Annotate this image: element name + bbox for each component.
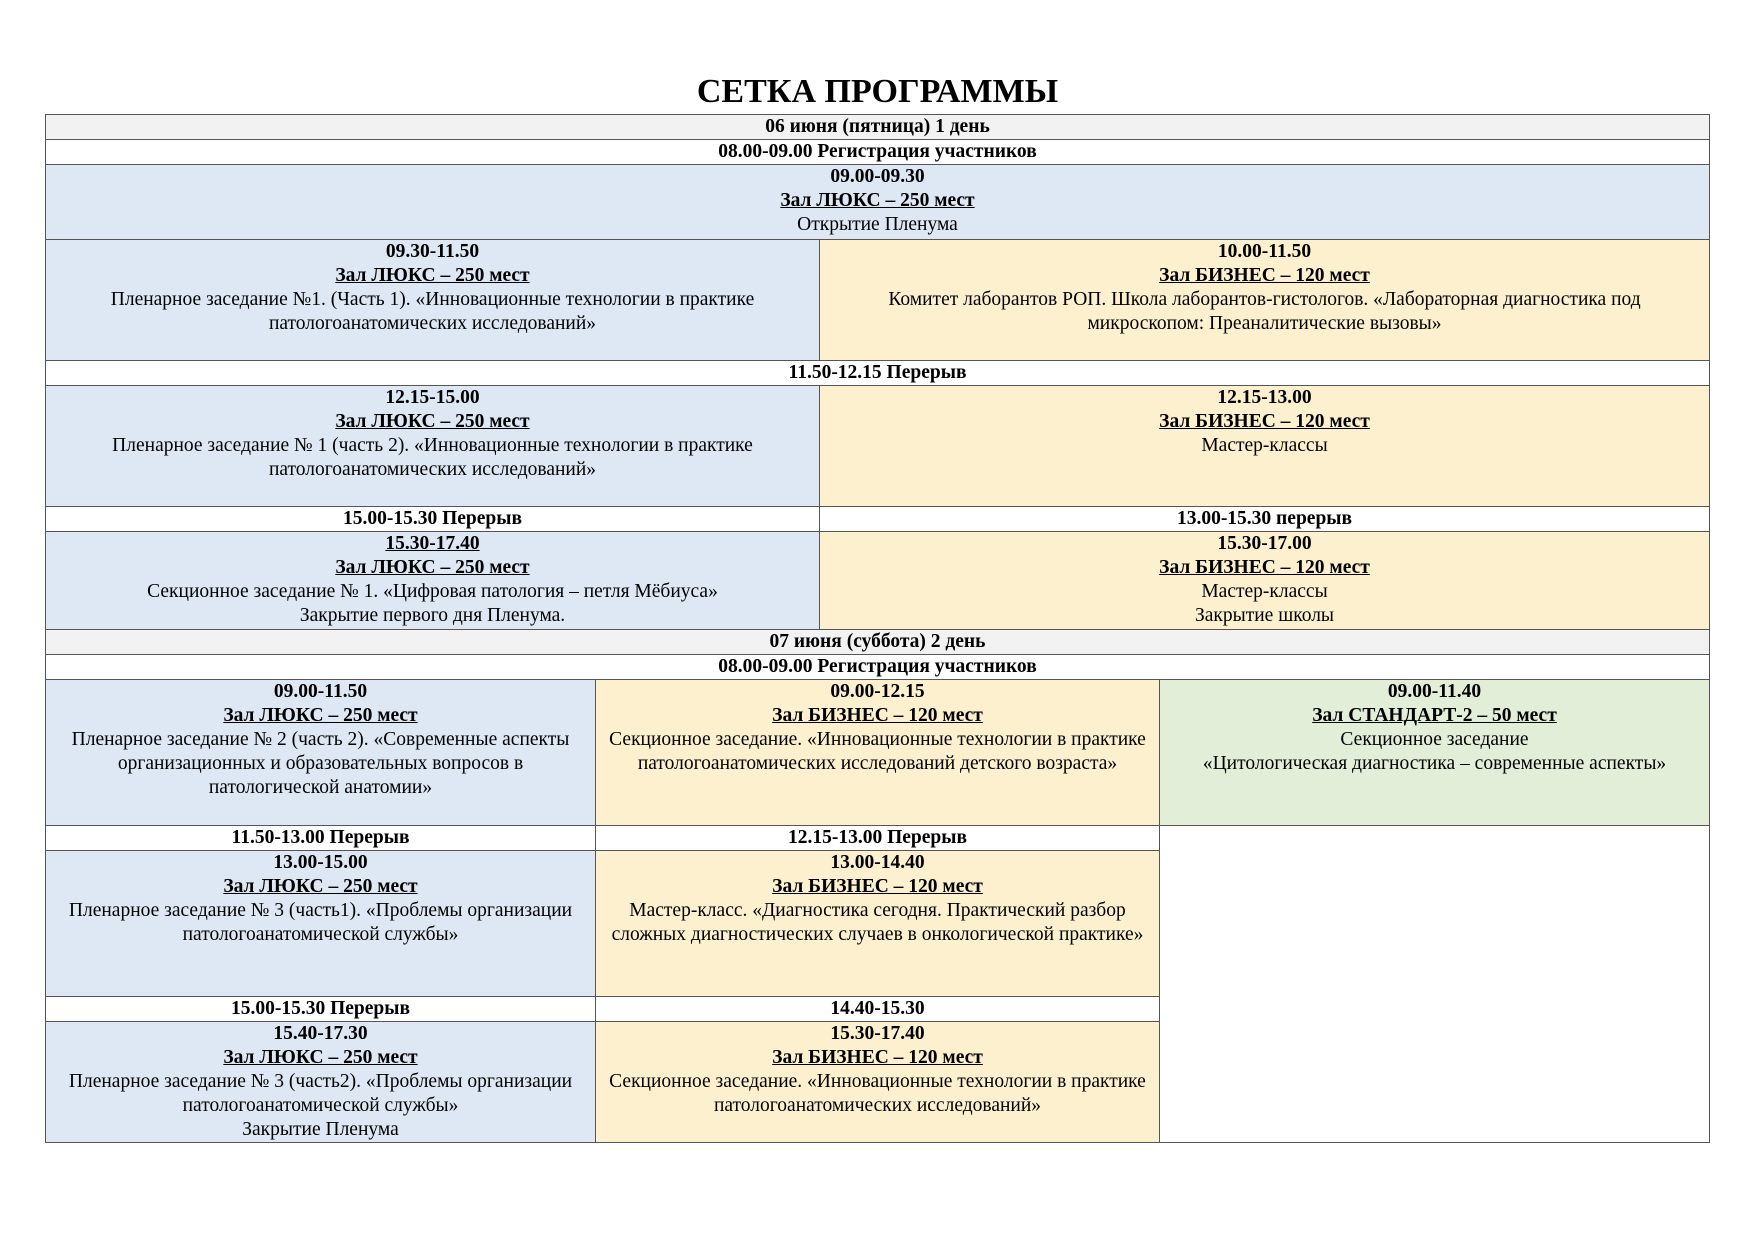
day2-break2-left: 15.00-15.30 Перерыв <box>45 996 596 1022</box>
session-time: 12.15-15.00 <box>385 387 480 408</box>
day2-plenary3b-session: 15.40-17.30 Зал ЛЮКС – 250 мест Пленарно… <box>45 1021 596 1143</box>
session-time: 12.15-13.00 <box>1217 387 1312 408</box>
session-hall: Зал БИЗНЕС – 120 мест <box>1159 265 1370 286</box>
session-text: Пленарное заседание №1. (Часть 1). «Инно… <box>110 289 755 334</box>
session-time: 15.40-17.30 <box>273 1023 368 1044</box>
session-time: 15.30-17.40 <box>385 533 480 554</box>
day1-header: 06 июня (пятница) 1 день <box>45 114 1710 140</box>
session-hall: Зал ЛЮКС – 250 мест <box>223 876 418 897</box>
session-text: Мастер-классы <box>1201 581 1328 602</box>
day1-break1: 11.50-12.15 Перерыв <box>45 360 1710 386</box>
session-hall: Зал ЛЮКС – 250 мест <box>335 411 530 432</box>
day2-cytology-session: 09.00-11.40 Зал СТАНДАРТ-2 – 50 мест Сек… <box>1159 679 1710 826</box>
session-text-closing: Закрытие первого дня Пленума. <box>299 605 566 626</box>
session-text-topic: «Цитологическая диагностика – современны… <box>1202 753 1667 774</box>
day2-section-final-session: 15.30-17.40 Зал БИЗНЕС – 120 мест Секцио… <box>595 1021 1160 1143</box>
session-hall: Зал БИЗНЕС – 120 мест <box>772 1047 983 1068</box>
session-text: Комитет лаборантов РОП. Школа лаборантов… <box>888 289 1641 334</box>
session-hall: Зал ЛЮКС – 250 мест <box>223 1047 418 1068</box>
session-hall: Зал ЛЮКС – 250 мест <box>223 705 418 726</box>
session-time: 09.30-11.50 <box>385 241 480 262</box>
day1-plenary1b-session: 12.15-15.00 Зал ЛЮКС – 250 мест Пленарно… <box>45 385 820 507</box>
session-text: Пленарное заседание № 3 (часть2). «Пробл… <box>68 1071 573 1116</box>
session-text: Пленарное заседание № 1 (часть 2). «Инно… <box>112 435 753 480</box>
session-text: Секционное заседание <box>1340 729 1529 750</box>
session-time: 09.00-12.15 <box>830 681 925 702</box>
session-time: 09.00-11.50 <box>273 681 368 702</box>
day1-break2-left: 15.00-15.30 Перерыв <box>45 506 820 532</box>
session-hall: Зал БИЗНЕС – 120 мест <box>772 876 983 897</box>
day2-empty-cell <box>1159 825 1710 1143</box>
session-text-closing: Закрытие школы <box>1194 605 1335 626</box>
day1-opening-session: 09.00-09.30 Зал ЛЮКС – 250 мест Открытие… <box>45 164 1710 240</box>
session-time: 15.30-17.40 <box>830 1023 925 1044</box>
session-text: Секционное заседание. «Инновационные тех… <box>609 729 1146 774</box>
day1-break2-right: 13.00-15.30 перерыв <box>819 506 1710 532</box>
session-hall: Зал БИЗНЕС – 120 мест <box>1159 411 1370 432</box>
session-time: 13.00-14.40 <box>830 852 925 873</box>
day1-registration: 08.00-09.00 Регистрация участников <box>45 139 1710 165</box>
session-text: Пленарное заседание № 3 (часть1). «Пробл… <box>68 900 573 945</box>
session-hall: Зал БИЗНЕС – 120 мест <box>1159 557 1370 578</box>
session-hall: Зал ЛЮКС – 250 мест <box>335 557 530 578</box>
session-hall: Зал БИЗНЕС – 120 мест <box>772 705 983 726</box>
day1-masterclass1-session: 12.15-13.00 Зал БИЗНЕС – 120 мест Мастер… <box>819 385 1710 507</box>
day2-registration: 08.00-09.00 Регистрация участников <box>45 654 1710 680</box>
session-text: Пленарное заседание № 2 (часть 2). «Совр… <box>71 729 570 798</box>
day2-masterclass3-session: 13.00-14.40 Зал БИЗНЕС – 120 мест Мастер… <box>595 850 1160 997</box>
session-text-closing: Закрытие Пленума <box>242 1119 399 1140</box>
session-hall: Зал ЛЮКС – 250 мест <box>780 190 975 211</box>
day1-masterclass2-session: 15.30-17.00 Зал БИЗНЕС – 120 мест Мастер… <box>819 531 1710 630</box>
day2-break2-mid: 14.40-15.30 <box>595 996 1160 1022</box>
session-hall: Зал ЛЮКС – 250 мест <box>335 265 530 286</box>
session-time: 09.00-11.40 <box>1387 681 1482 702</box>
session-time: 10.00-11.50 <box>1217 241 1312 262</box>
day2-header: 07 июня (суббота) 2 день <box>45 629 1710 655</box>
day2-plenary3-session: 13.00-15.00 Зал ЛЮКС – 250 мест Пленарно… <box>45 850 596 997</box>
day1-plenary1-session: 09.30-11.50 Зал ЛЮКС – 250 мест Пленарно… <box>45 239 820 361</box>
session-text: Открытие Пленума <box>797 214 958 235</box>
session-hall: Зал СТАНДАРТ-2 – 50 мест <box>1312 705 1557 726</box>
session-text: Секционное заседание № 1. «Цифровая пато… <box>147 581 718 602</box>
day2-break1-mid: 12.15-13.00 Перерыв <box>595 825 1160 851</box>
session-time: 15.30-17.00 <box>1217 533 1312 554</box>
day1-section1-session: 15.30-17.40 Зал ЛЮКС – 250 мест Секционн… <box>45 531 820 630</box>
session-text: Мастер-классы <box>1201 435 1328 456</box>
day2-plenary2-session: 09.00-11.50 Зал ЛЮКС – 250 мест Пленарно… <box>45 679 596 826</box>
session-time: 09.00-09.30 <box>830 166 925 187</box>
page-title: СЕТКА ПРОГРАММЫ <box>696 73 1059 110</box>
session-time: 13.00-15.00 <box>273 852 368 873</box>
session-text: Секционное заседание. «Инновационные тех… <box>609 1071 1146 1116</box>
day1-lab-committee-session: 10.00-11.50 Зал БИЗНЕС – 120 мест Комите… <box>819 239 1710 361</box>
day2-break1-left: 11.50-13.00 Перерыв <box>45 825 596 851</box>
day2-section-kids-session: 09.00-12.15 Зал БИЗНЕС – 120 мест Секцио… <box>595 679 1160 826</box>
session-text: Мастер-класс. «Диагностика сегодня. Прак… <box>611 900 1144 945</box>
